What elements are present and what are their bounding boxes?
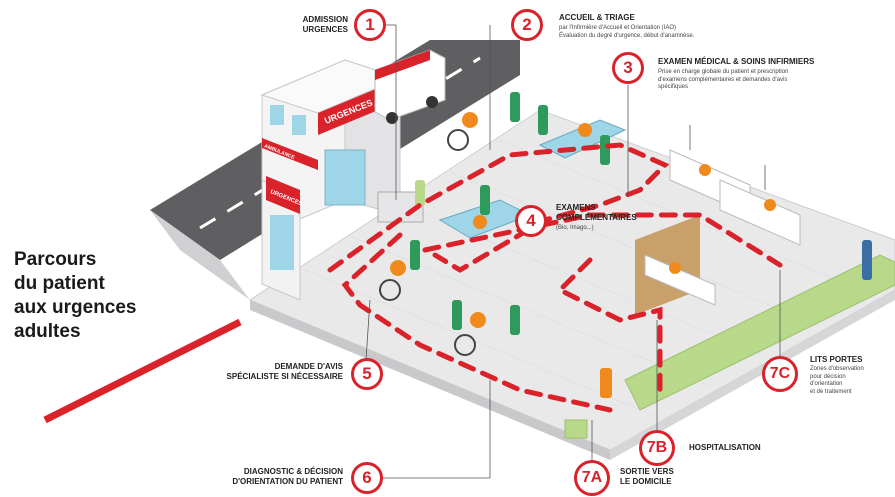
- page-title: Parcours du patient aux urgences adultes: [14, 248, 184, 344]
- step-7c-sub: Zones d'observation: [810, 366, 864, 372]
- step-6-badge: 6: [351, 462, 383, 494]
- floor-grid: [299, 139, 861, 419]
- step-7c-description: Zones d'observation pour décision d'orie…: [810, 366, 890, 396]
- step-1-line: ADMISSION: [302, 15, 348, 24]
- step-3-badge: 3: [612, 52, 644, 84]
- step-5-line: SPÉCIALISTE SI NÉCESSAIRE: [226, 372, 343, 381]
- step-3-sub: Prise en charge globale du patient et pr…: [658, 69, 789, 75]
- staff-figures: [410, 92, 610, 335]
- step-5-badge: 5: [351, 358, 383, 390]
- title-line: du patient: [14, 273, 105, 294]
- step-4-badge: 4: [515, 205, 547, 237]
- step-6-label: DIAGNOSTIC & DÉCISION D'ORIENTATION DU P…: [200, 467, 343, 487]
- title-line: adultes: [14, 321, 81, 342]
- step-7c-label: LITS PORTES: [810, 355, 863, 364]
- step-5-label: DEMANDE D'AVIS SPÉCIALISTE SI NÉCESSAIRE: [200, 362, 343, 382]
- step-7b-badge: 7B: [639, 430, 675, 466]
- step-7c-sub: d'orientation: [810, 381, 843, 387]
- floor-front-edge: [250, 300, 610, 460]
- step-1-label: ADMISSION URGENCES: [268, 15, 348, 35]
- step-4-line: COMPLÉMENTAIRES: [556, 213, 637, 222]
- step-4-line: EXAMENS: [556, 203, 596, 212]
- step-7b-label: HOSPITALISATION: [689, 443, 761, 452]
- step-2-label: ACCUEIL & TRIAGE: [559, 13, 635, 22]
- ambulance: [374, 49, 446, 124]
- step-6-line: D'ORIENTATION DU PATIENT: [232, 477, 343, 486]
- patient-figures: [390, 112, 612, 398]
- step-4-label: EXAMENS COMPLÉMENTAIRES: [556, 203, 637, 223]
- step-3-label: EXAMEN MÉDICAL & SOINS INFIRMIERS: [658, 57, 815, 66]
- step-2-description: par l'Infirmière d'Accueil et Orientatio…: [559, 25, 789, 40]
- step-3-description: Prise en charge globale du patient et pr…: [658, 69, 858, 92]
- step-3-sub: spécifiques: [658, 84, 689, 90]
- step-4-description: (Bio, Imago...): [556, 225, 594, 231]
- step-7c-badge: 7C: [762, 356, 798, 392]
- step-2-sub: par l'Infirmière d'Accueil et Orientatio…: [559, 25, 676, 31]
- patient-path: [327, 142, 783, 413]
- step-5-line: DEMANDE D'AVIS: [274, 362, 343, 371]
- lits-portes-beds: [669, 125, 801, 246]
- hospitalisation-room: [635, 215, 716, 315]
- step-2-sub: Évaluation du degré d'urgence, début d'a…: [559, 32, 695, 39]
- step-7a-line: LE DOMICILE: [620, 477, 672, 486]
- decorative-slash: [43, 318, 242, 424]
- step-1-line: URGENCES: [302, 25, 348, 34]
- step-7c-sub: pour décision: [810, 373, 846, 380]
- step-7a-label: SORTIE VERS LE DOMICILE: [620, 467, 674, 487]
- hedge: [624, 254, 895, 411]
- hospital-building: [260, 59, 402, 301]
- sidewalk: [150, 210, 250, 300]
- bench: [564, 419, 588, 439]
- wheelchairs: [379, 129, 476, 356]
- step-1-badge: 1: [354, 9, 386, 41]
- visitor-figure: [862, 240, 872, 280]
- step-2-badge: 2: [511, 9, 543, 41]
- step-3-sub: d'examens complémentaires et demandes d'…: [658, 76, 788, 83]
- floor-right-edge: [610, 290, 895, 460]
- step-7c-sub: et de traitement: [810, 388, 852, 395]
- title-line: aux urgences: [14, 297, 137, 318]
- step-7a-badge: 7A: [574, 460, 610, 496]
- step-7a-line: SORTIE VERS: [620, 467, 674, 476]
- step-6-line: DIAGNOSTIC & DÉCISION: [243, 467, 343, 476]
- title-line: Parcours: [14, 249, 97, 270]
